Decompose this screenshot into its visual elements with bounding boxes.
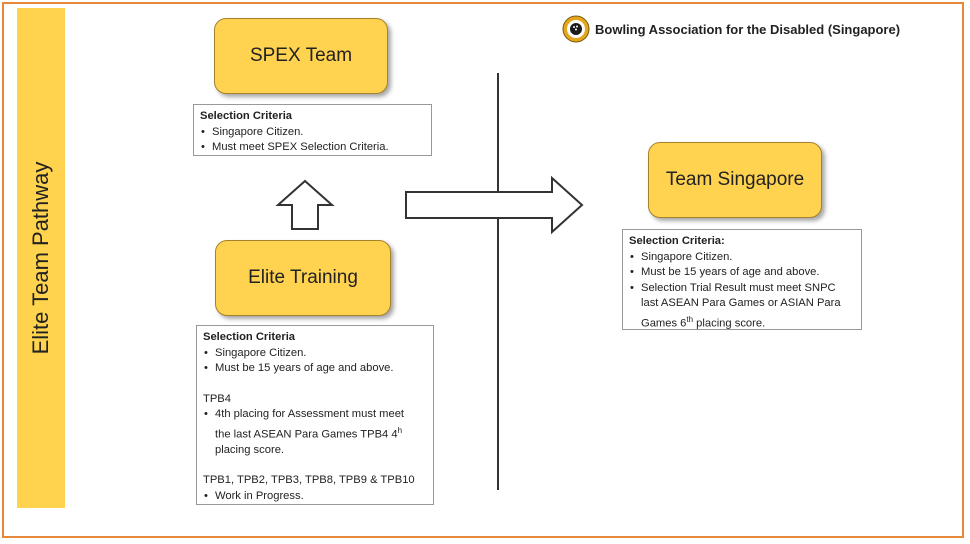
spex-criteria-item: Singapore Citizen. (200, 125, 425, 141)
spex-criteria-box: Selection Criteria Singapore Citizen. Mu… (193, 104, 432, 156)
tpb4-heading: TPB4 (203, 392, 231, 405)
elite-training-label: Elite Training (248, 267, 358, 288)
organization-name: Bowling Association for the Disabled (Si… (595, 22, 901, 37)
pathway-title: Elite Team Pathway (28, 161, 53, 355)
team-singapore-box: Team Singapore (648, 142, 822, 218)
spex-team-box: SPEX Team (214, 18, 388, 94)
tpb4-list: 4th placing for Assessment must meet the … (203, 407, 427, 458)
other-classes-item: Work in Progress. (203, 489, 427, 505)
spex-criteria-heading: Selection Criteria (200, 110, 293, 122)
trial-line3-post: placing score. (693, 317, 766, 330)
right-arrow-icon (405, 175, 584, 235)
team-criteria-heading: Selection Criteria: (629, 235, 725, 247)
tpb4-item: 4th placing for Assessment must meet the … (203, 407, 427, 458)
spex-criteria-item: Must meet SPEX Selection Criteria. (200, 140, 425, 156)
up-arrow-icon (275, 179, 335, 230)
team-criteria-item: Singapore Citizen. (629, 250, 855, 266)
slide-frame (2, 2, 964, 538)
trial-line2: last ASEAN Para Games or ASIAN Para (641, 297, 841, 309)
trial-superscript: th (686, 314, 694, 324)
elite-criteria-item: Singapore Citizen. (203, 346, 427, 362)
vertical-divider (497, 73, 499, 490)
trial-line3-pre: Games 6 (641, 317, 687, 330)
other-classes-heading: TPB1, TPB2, TPB3, TPB8, TPB9 & TPB10 (203, 474, 415, 487)
spex-criteria-list: Singapore Citizen. Must meet SPEX Select… (200, 125, 425, 156)
team-criteria-box: Selection Criteria: Singapore Citizen. M… (622, 229, 862, 330)
elite-criteria-box: Selection Criteria Singapore Citizen. Mu… (196, 325, 434, 505)
other-classes-list: Work in Progress. (203, 489, 427, 505)
elite-criteria-heading: Selection Criteria (203, 331, 296, 343)
team-criteria-item: Must be 15 years of age and above. (629, 265, 855, 281)
team-criteria-item: Selection Trial Result must meet SNPC las… (629, 281, 855, 332)
elite-training-box: Elite Training (215, 240, 391, 316)
elite-criteria-list: Singapore Citizen. Must be 15 years of a… (203, 346, 427, 377)
tpb4-superscript: h (397, 425, 403, 435)
team-criteria-list: Singapore Citizen. Must be 15 years of a… (629, 250, 855, 332)
tpb4-line2: the last ASEAN Para Games TPB4 4 (215, 428, 398, 441)
team-singapore-label: Team Singapore (665, 169, 805, 190)
spex-team-label: SPEX Team (249, 45, 353, 66)
trial-line1: Selection Trial Result must meet SNPC (641, 281, 836, 294)
association-logo-icon (562, 15, 590, 43)
tpb4-line3: placing score. (215, 443, 285, 456)
tpb4-line1: 4th placing for Assessment must meet (215, 408, 405, 420)
elite-criteria-item: Must be 15 years of age and above. (203, 361, 427, 377)
sidebar-band (17, 8, 65, 508)
